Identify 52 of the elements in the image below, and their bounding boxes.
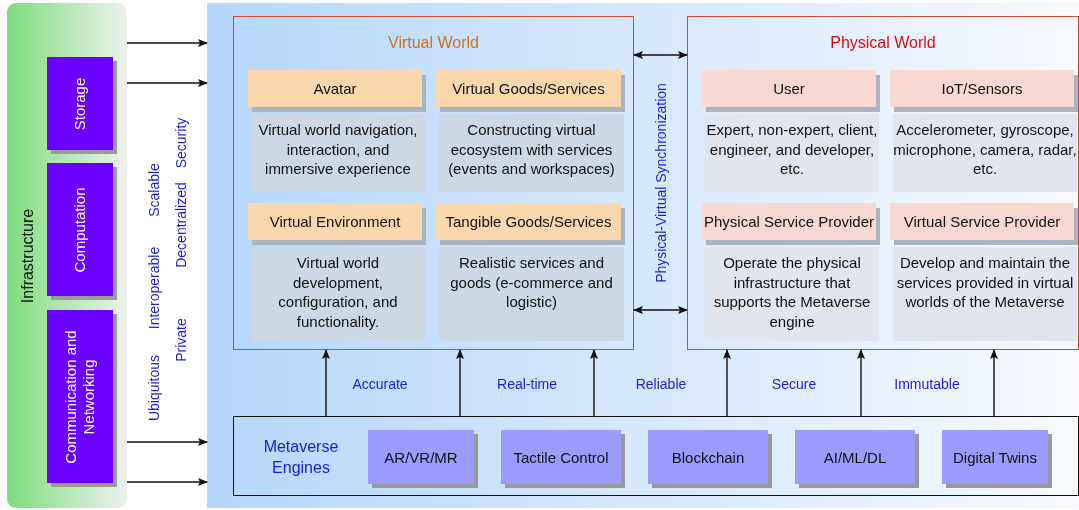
arrow xyxy=(857,349,865,417)
info-card xyxy=(436,70,624,192)
info-card xyxy=(436,203,624,341)
card-description: Constructing virtual ecosystem with services (events and workspaces) xyxy=(447,120,616,179)
box-label: Communication and Networking xyxy=(62,328,98,466)
quality-label: Accurate xyxy=(352,376,408,392)
group-frame xyxy=(687,16,1079,350)
card-description: Accelerometer, gyroscope, microphone, camera, radar, etc. xyxy=(893,120,1077,179)
quality-label: Security xyxy=(173,117,189,169)
quality-label: Private xyxy=(173,318,189,362)
arrow xyxy=(456,349,464,417)
layer-panel xyxy=(7,3,127,508)
group-title: Metaverse Engines xyxy=(262,437,340,478)
box-label: Storage xyxy=(71,76,89,132)
group-frame xyxy=(233,16,634,350)
info-card xyxy=(248,203,425,341)
arrow xyxy=(322,349,330,417)
info-card xyxy=(702,70,879,192)
arrow xyxy=(633,306,688,314)
info-card xyxy=(890,203,1077,341)
quality-label: Physical-Virtual Synchronization xyxy=(653,83,669,283)
box-label: Computation xyxy=(71,185,89,275)
arrow xyxy=(990,349,998,417)
info-card xyxy=(890,70,1077,192)
background-panel xyxy=(207,3,1079,508)
arrow xyxy=(126,39,208,47)
quality-label: Decentralized xyxy=(173,182,189,268)
card-description: Operate the physical infrastructure that supports the Metaverse engine xyxy=(712,253,872,331)
engine-frame xyxy=(233,416,1079,496)
arrow xyxy=(126,79,208,87)
group-title: Virtual World xyxy=(387,34,480,52)
card-description: Expert, non-expert, client, engineer, and developer, etc. xyxy=(705,120,879,179)
arrow xyxy=(126,478,208,486)
quality-label: Reliable xyxy=(635,376,687,392)
card-description: Virtual world navigation, interaction, and immersive experience xyxy=(257,120,419,179)
quality-label: Immutable xyxy=(894,376,960,392)
quality-label: Scalable xyxy=(146,163,162,217)
arrow xyxy=(126,438,208,446)
card-description: Realistic services and goods (e-commerce and logistic) xyxy=(449,253,614,312)
quality-label: Interoperable xyxy=(146,246,162,330)
group-title: Physical World xyxy=(829,34,937,52)
arrow xyxy=(590,349,598,417)
info-card xyxy=(248,70,425,192)
info-card xyxy=(702,203,879,341)
quality-label: Ubiquitous xyxy=(146,354,162,422)
arrow xyxy=(723,349,731,417)
quality-label: Real-time xyxy=(497,376,557,392)
panel-title: Infrastructure xyxy=(18,207,38,305)
card-description: Virtual world development, configuration, and functionality. xyxy=(277,253,399,331)
arrow xyxy=(633,51,688,59)
card-description: Develop and maintain the services provided in virtual worlds of the Metaverse xyxy=(895,253,1075,312)
quality-label: Secure xyxy=(771,376,817,392)
